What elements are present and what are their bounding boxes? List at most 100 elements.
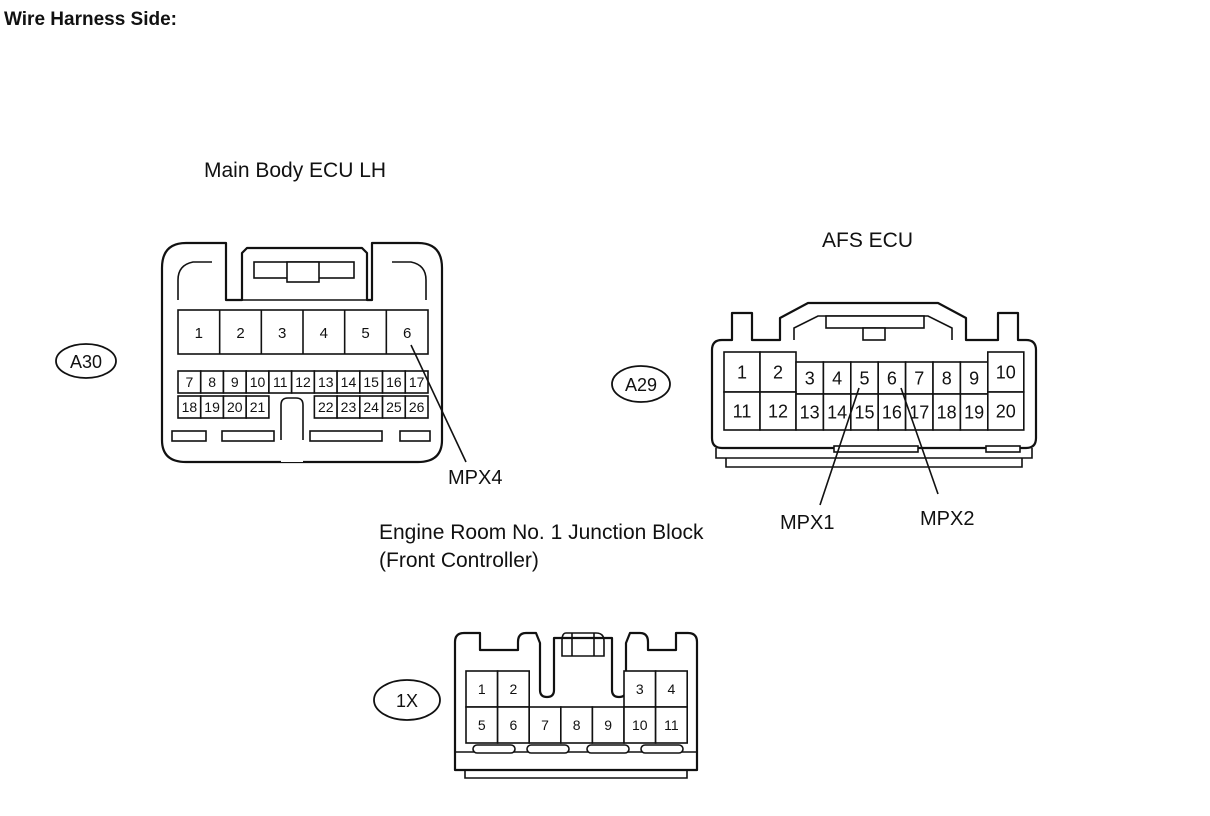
a30-pin-7: 7 <box>185 374 193 390</box>
x1-pin-1: 1 <box>478 681 486 697</box>
x1-pin-6-cell <box>496 706 531 744</box>
a30-pin-26-cell <box>404 395 429 419</box>
a29-pin-17: 17 <box>909 402 929 422</box>
a30-pin-5: 5 <box>361 325 369 342</box>
x1-pin-5-cell <box>465 706 499 744</box>
x1-pin-6: 6 <box>510 717 518 733</box>
x1-pin-11: 11 <box>664 717 679 733</box>
mpx1-leader <box>819 387 860 506</box>
connector-a30-key-slot <box>281 398 303 462</box>
mpx4-label: MPX4 <box>448 467 502 489</box>
x1-pin-3-cell <box>623 670 657 708</box>
connector-a30-bottom-tabs <box>171 430 431 442</box>
a29-pin-5: 5 <box>859 368 869 388</box>
a30-pin-22: 22 <box>318 399 334 415</box>
x1-pin-2-cell <box>496 670 531 708</box>
a30-pin-13: 13 <box>318 374 334 390</box>
connector-1x-name-line2: (Front Controller) <box>379 549 539 572</box>
x1-pin-4: 4 <box>668 681 676 697</box>
connector-a29-tag <box>611 365 671 403</box>
connector-1x-name-line1: Engine Room No. 1 Junction Block <box>379 521 704 544</box>
a29-pin-14: 14 <box>827 402 847 422</box>
connector-a30-tag <box>55 343 117 379</box>
a29-pin-10-cell <box>986 351 1025 393</box>
a29-pin-3: 3 <box>805 368 815 388</box>
a30-pin-11: 11 <box>273 374 288 390</box>
a30-pin-6: 6 <box>403 325 411 342</box>
x1-pin-9-cell <box>591 706 625 744</box>
a29-pin-16: 16 <box>882 402 902 422</box>
a29-pin-9-cell <box>959 361 989 395</box>
a29-pin-4: 4 <box>832 368 842 388</box>
connector-a29-base <box>715 445 1033 468</box>
a30-pin-15: 15 <box>363 374 379 390</box>
mpx1-label: MPX1 <box>780 512 834 534</box>
a30-pin-16: 16 <box>386 374 402 390</box>
a30-pin-12: 12 <box>295 374 311 390</box>
a29-pin-11-cell <box>723 391 761 431</box>
connector-a30-housing <box>160 241 444 464</box>
a30-pin-3: 3 <box>278 325 286 342</box>
mpx4-leader <box>410 344 467 463</box>
a29-pin-2: 2 <box>773 362 783 382</box>
connector-a30-name: Main Body ECU LH <box>204 159 386 182</box>
connector-1x-bottom-slots <box>472 744 684 754</box>
connector-1x: Engine Room No. 1 Junction Block (Front … <box>373 521 704 779</box>
a30-pin-8: 8 <box>208 374 216 390</box>
a30-pin-26: 26 <box>409 399 425 415</box>
a29-pin-13: 13 <box>800 402 820 422</box>
page-title: Wire Harness Side: <box>4 9 177 30</box>
x1-pin-9: 9 <box>604 717 612 733</box>
a29-pin-8: 8 <box>942 368 952 388</box>
a30-pin-25: 25 <box>386 399 402 415</box>
a29-pin-18-cell <box>932 393 962 431</box>
a30-pin-21: 21 <box>250 399 266 415</box>
a30-pin-2: 2 <box>236 325 244 342</box>
a30-pin-9: 9 <box>231 374 239 390</box>
a29-pin-11: 11 <box>733 401 752 421</box>
a30-pin-24: 24 <box>363 399 379 415</box>
a30-pin-14: 14 <box>341 374 357 390</box>
a29-pin-12: 12 <box>768 401 788 421</box>
x1-pin-8: 8 <box>573 717 581 733</box>
connector-1x-code: 1X <box>396 691 418 711</box>
a29-pin-7: 7 <box>914 368 924 388</box>
a29-pin-15: 15 <box>854 402 874 422</box>
mpx2-label: MPX2 <box>920 508 974 530</box>
x1-pin-11-cell <box>654 706 688 744</box>
a29-pin-19: 19 <box>964 402 984 422</box>
a30-pin-10: 10 <box>250 374 266 390</box>
a29-pin-18: 18 <box>937 402 957 422</box>
connector-1x-housing <box>453 631 699 772</box>
mpx2-leader <box>900 387 939 495</box>
a29-pin-5-cell <box>849 361 879 395</box>
a30-pin-18: 18 <box>182 399 198 415</box>
a29-pin-20-cell <box>986 391 1025 431</box>
connector-a29-name: AFS ECU <box>822 229 913 252</box>
x1-pin-5: 5 <box>478 717 486 733</box>
a29-pin-9: 9 <box>969 368 979 388</box>
x1-pin-2: 2 <box>510 681 518 697</box>
a30-pin-23: 23 <box>341 399 357 415</box>
a29-pin-1-cell <box>723 351 761 393</box>
connector-a29-housing <box>710 301 1038 450</box>
a30-pin-19: 19 <box>204 399 220 415</box>
x1-pin-7: 7 <box>541 717 549 733</box>
x1-pin-10: 10 <box>632 717 648 733</box>
a30-pin-1: 1 <box>195 325 203 342</box>
a29-pin-19-cell <box>959 393 989 431</box>
a29-pin-1: 1 <box>737 362 747 382</box>
a29-pin-7-cell <box>904 361 934 395</box>
a30-pin-20: 20 <box>227 399 243 415</box>
a29-pin-20: 20 <box>996 401 1016 421</box>
x1-pin-4-cell <box>654 670 688 708</box>
a29-pin-8-cell <box>932 361 962 395</box>
a30-pin-21-cell <box>245 395 270 419</box>
connector-1x-tag <box>373 679 441 721</box>
